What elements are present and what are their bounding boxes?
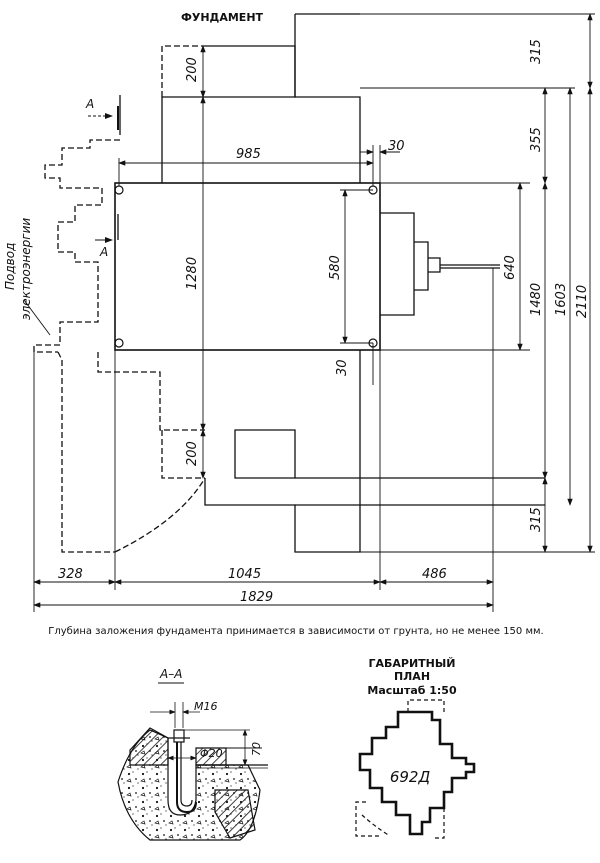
plan-title-line1: ГАБАРИТНЫЙ	[368, 657, 455, 670]
svg-text:Подвод: Подвод	[3, 243, 17, 290]
foundation-note: Глубина заложения фундамента принимается…	[48, 626, 543, 637]
foundation-slab	[114, 182, 381, 351]
dim-580: 580	[328, 255, 343, 280]
dim-486: 486	[422, 567, 447, 582]
section-aa: A–A M16 Φ20 70	[117, 667, 268, 841]
plan-scale: Масштаб 1:50	[367, 684, 457, 697]
dim-200-bottom: 200	[185, 441, 200, 466]
embed-depth: 70	[250, 742, 263, 756]
dimension-lines	[33, 13, 595, 612]
dim-200-top: 200	[185, 57, 200, 82]
anchor-hole	[114, 338, 124, 348]
dim-30-top: 30	[388, 139, 405, 154]
dim-30-bottom: 30	[335, 359, 350, 376]
dim-985: 985	[236, 147, 261, 162]
svg-text:электроэнергии: электроэнергии	[19, 218, 33, 320]
dimension-values: 200 985 30 1280 580 640 30 200 315 355 1…	[58, 39, 590, 605]
dim-355: 355	[529, 127, 544, 152]
bolt-size: M16	[194, 700, 218, 713]
dim-1280: 1280	[185, 257, 200, 290]
dim-1480: 1480	[529, 283, 544, 316]
dim-2110: 2110	[575, 285, 590, 318]
dim-640: 640	[503, 255, 518, 280]
anchor-hole	[114, 185, 124, 195]
hole-diameter: Φ20	[200, 747, 223, 760]
overall-plan: ГАБАРИТНЫЙ ПЛАН Масштаб 1:50 692Д	[355, 657, 476, 839]
dim-1829: 1829	[240, 590, 273, 605]
dim-1603: 1603	[554, 283, 569, 316]
section-aa-title: A–A	[159, 667, 182, 681]
structure-lines	[114, 13, 545, 553]
section-marker-a-bottom: A	[95, 237, 113, 259]
machine-model: 692Д	[390, 768, 431, 786]
section-marker-label: A	[85, 97, 94, 111]
plan-outline	[358, 710, 476, 836]
section-marker-a-top: A	[85, 97, 119, 130]
machine-outline	[33, 45, 206, 553]
power-supply-label: Подвод электроэнергии	[3, 218, 51, 336]
dim-1045: 1045	[228, 567, 261, 582]
dim-328: 328	[58, 567, 83, 582]
plan-title-line2: ПЛАН	[394, 670, 430, 683]
dim-315-bottom: 315	[529, 507, 544, 532]
drawing-title: ФУНДАМЕНТ	[181, 11, 264, 24]
section-marker-label: A	[99, 245, 108, 259]
dim-315-top: 315	[529, 39, 544, 64]
